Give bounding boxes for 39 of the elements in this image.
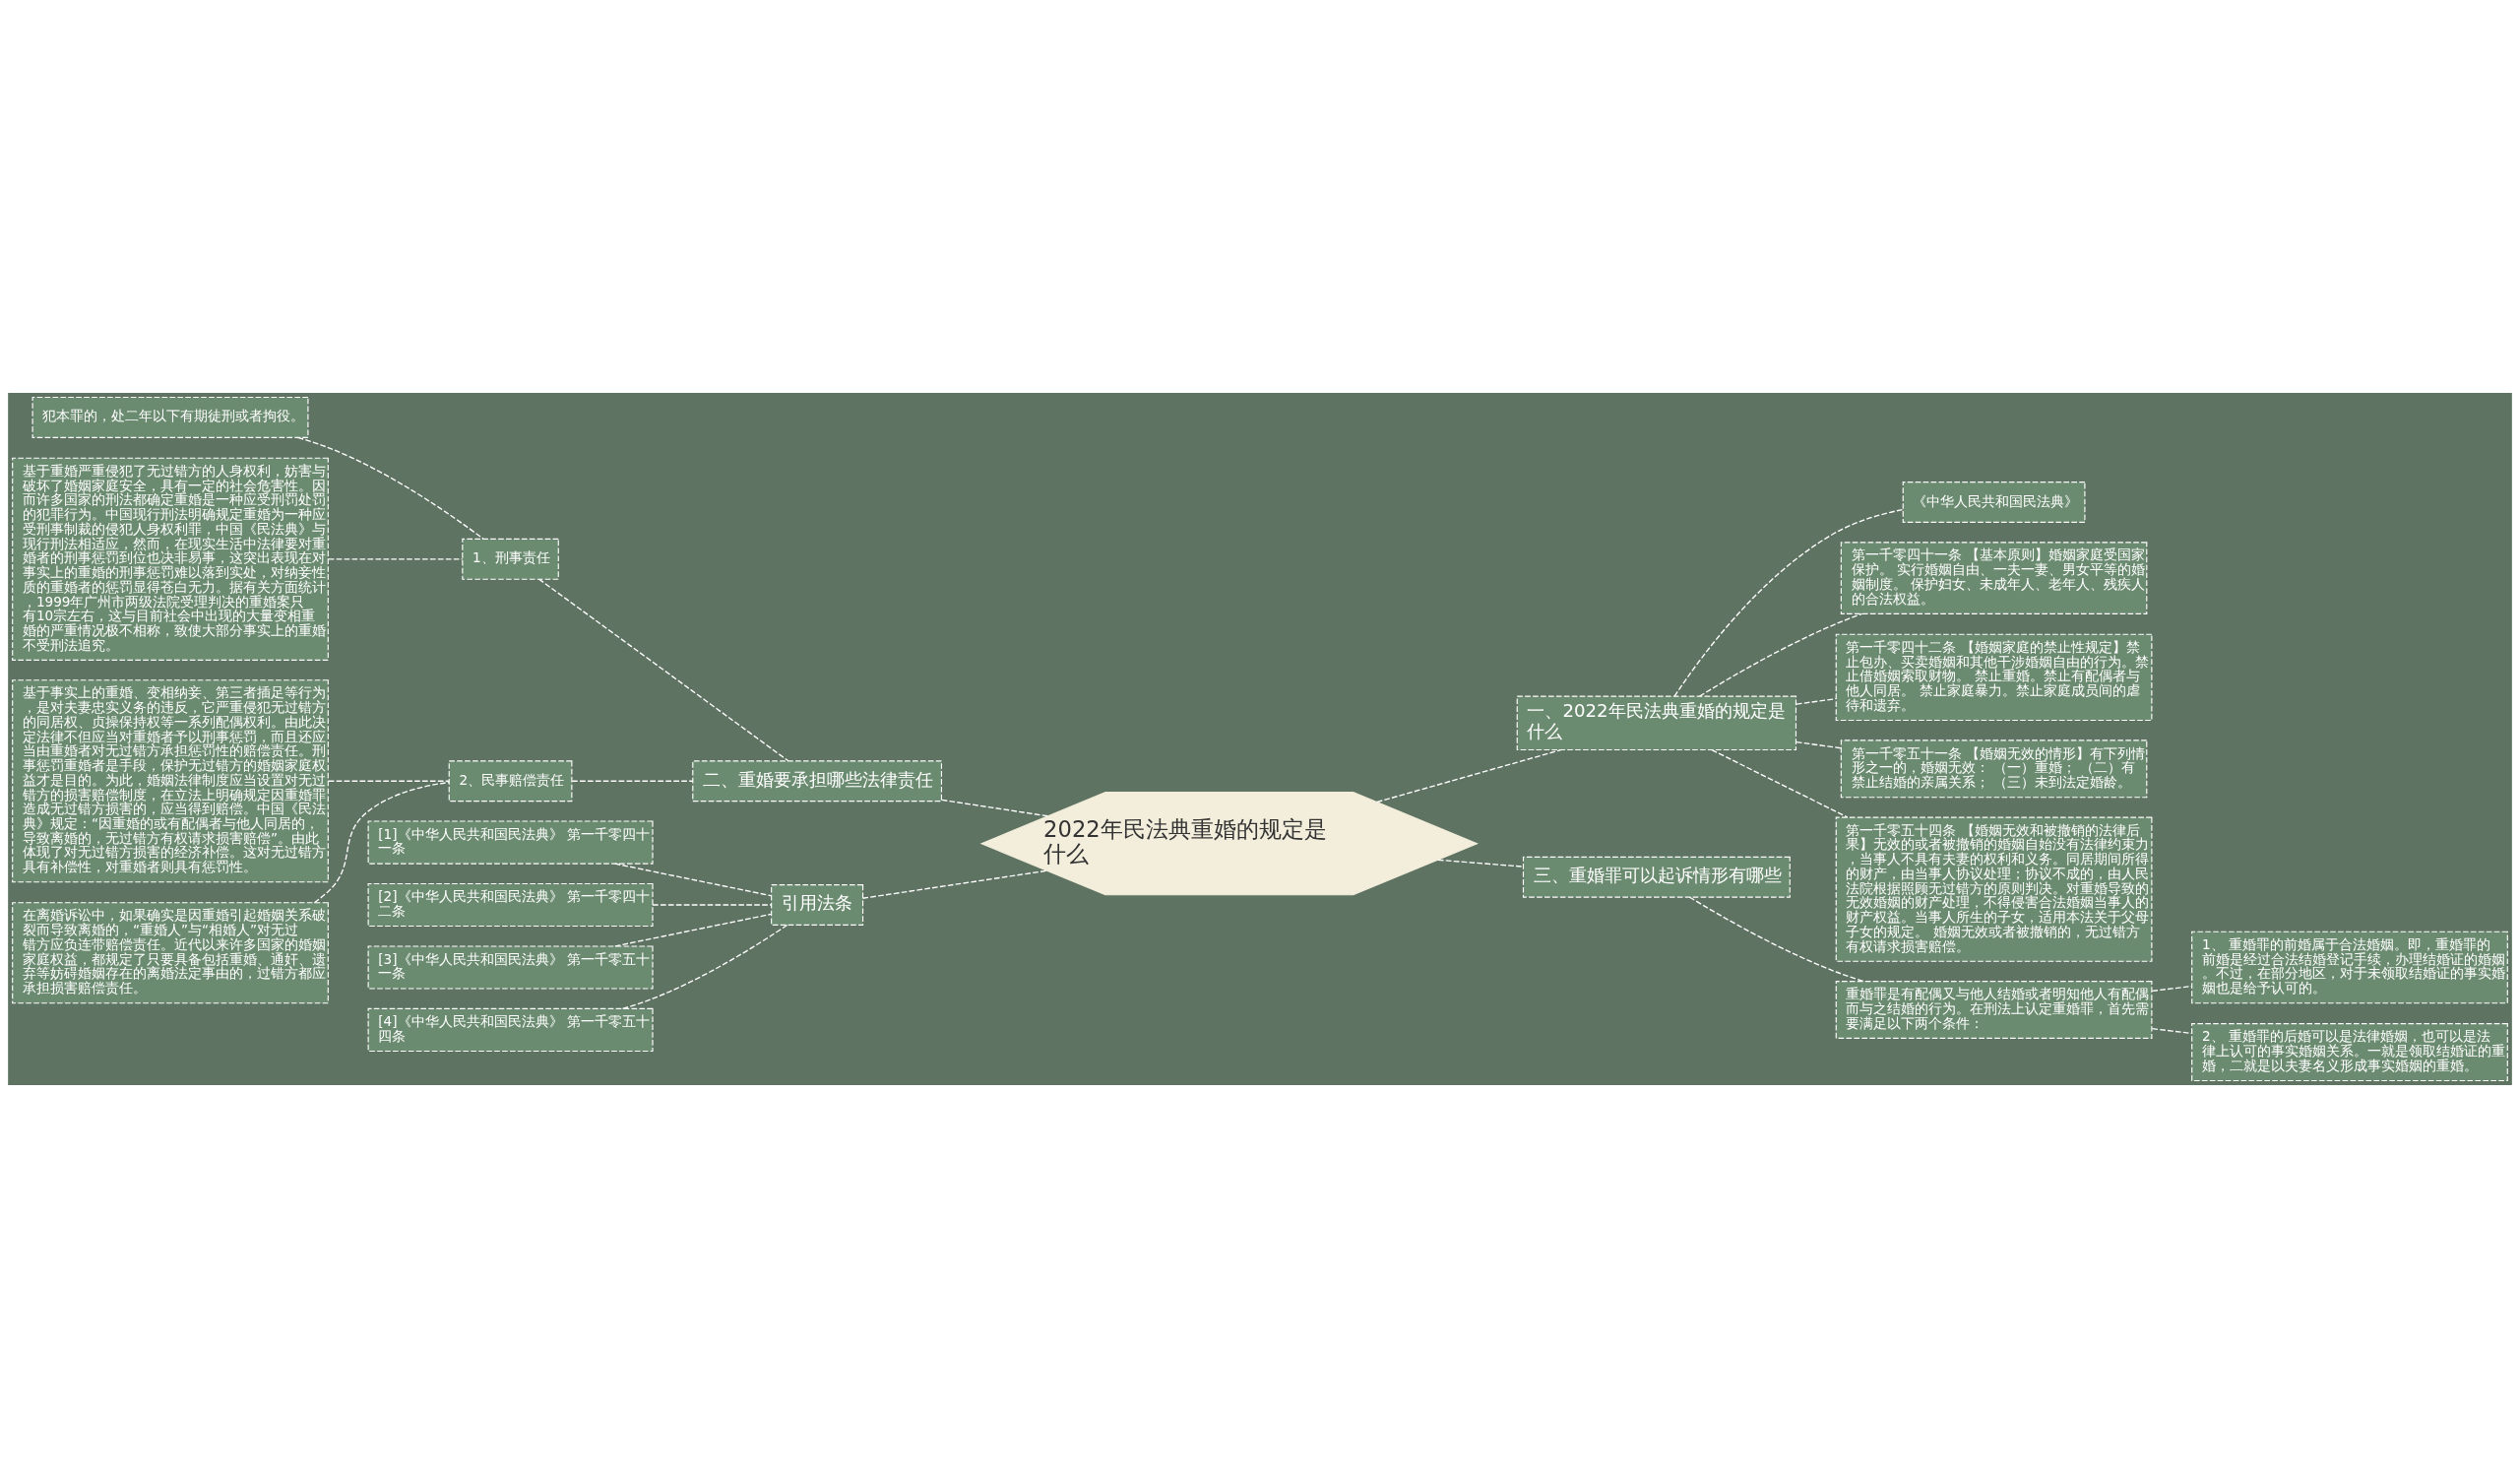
node-box: [2]《中华人民共和国民法典》 第一千零四十二条 bbox=[367, 882, 654, 928]
connector bbox=[1698, 612, 1863, 697]
node-box: 重婚罪是有配偶又与他人结婚或者明知他人有配偶而与之结婚的行为。在刑法上认定重婚罪，首先需要满足以下两个条件： bbox=[1835, 981, 2153, 1039]
node-box: 一、2022年民法典重婚的规定是什么 bbox=[1516, 695, 1797, 751]
node-box: 2、民事赔偿责任 bbox=[448, 760, 573, 803]
node-box: 引用法条 bbox=[771, 884, 864, 926]
connector bbox=[1711, 749, 1849, 818]
connector bbox=[1673, 508, 1904, 697]
connector bbox=[313, 781, 450, 904]
node-box: 基于重婚严重侵犯了无过错方的人身权利，妨害与破坏了婚姻家庭安全，具有一定的社会危害性。因而许多国家的刑法都确定重婚是一种应受刑罚处罚的犯罪行为。中国现行刑法明确规定重婚为一种应受刑事制裁的侵犯人身权利罪，中国《民法典》与现行刑法相适应，然而，在现实生活中法律要对重婚者的刑事惩罚到位也决非易事，这突出表现在对事实上的重婚的刑事惩罚难以落到实处，对纳妾性质的重婚者的惩罚显得苍白无力。据有关方面统计，1999年广州市两级法院受理判决的重婚案只有10宗左右，这与目前社会中出现的大量变相重婚的严重情况极不相称，致使大部分事实上的重婚不受刑法追究。 bbox=[12, 457, 329, 661]
connector bbox=[941, 799, 1049, 817]
connector bbox=[328, 780, 450, 782]
node-box: 1、刑事责任 bbox=[462, 538, 559, 580]
node-box: 第一千零五十一条 【婚姻无效的情形】有下列情形之一的，婚姻无效： （一）重婚； （二）有禁止结婚的亲属关系； （三）未到法定婚龄。 bbox=[1840, 739, 2148, 799]
node-box: [3]《中华人民共和国民法典》 第一千零五十一条 bbox=[367, 945, 654, 990]
connector bbox=[1437, 859, 1524, 868]
node-box: 在离婚诉讼中，如果确实是因重婚引起婚姻关系破裂而导致离婚的，“重婚人”与“相婚人”对无过错方应负连带赔偿责任。近代以来许多国家的婚姻家庭权益，都规定了只要具备包括重婚、通奸、遗弃等妨碍婚姻存在的离婚法定事由的，过错方都应承担损害赔偿责任。 bbox=[12, 902, 329, 1004]
node-box: 第一千零四十二条 【婚姻家庭的禁止性规定】禁止包办、买卖婚姻和其他干涉婚姻自由的行为。禁止借婚姻索取财物。 禁止重婚。禁止有配偶者与他人同居。 禁止家庭暴力。禁止家庭成员间的虐待和遗弃。 bbox=[1835, 633, 2153, 722]
node-box: 第一千零五十四条 【婚姻无效和被撤销的法律后果】无效的或者被撤销的婚姻自始没有法律约束力，当事人不具有夫妻的权利和义务。同居期间所得的财产，由当事人协议处理；协议不成的，由人民法院根据照顾无过错方的原则判决。对重婚导致的无效婚姻的财产处理，不得侵害合法婚姻当事人的财产权益。当事人所生的子女，适用本法关于父母子女的规定。 婚姻无效或者被撤销的，无过错方有权请求损害赔偿。 bbox=[1835, 816, 2153, 962]
connector bbox=[1796, 698, 1837, 705]
node-box: 2、 重婚罪的后婚可以是法律婚姻，也可以是法律上认可的事实婚姻关系。一就是领取结婚证的重婚，二就是以夫妻名义形成事实婚姻的重婚。 bbox=[2191, 1023, 2508, 1082]
connector bbox=[1796, 740, 1842, 749]
node-box: 第一千零四十一条 【基本原则】婚姻家庭受国家保护。 实行婚姻自由、一夫一妻、男女平等的婚姻制度。 保护妇女、未成年人、老年人、残疾人的合法权益。 bbox=[1840, 542, 2148, 614]
node-box: 三、重婚罪可以起诉情形有哪些 bbox=[1522, 856, 1791, 898]
node-box: 1、 重婚罪的前婚属于合法婚姻。即，重婚罪的前婚是经过合法结婚登记手续，办理结婚证的婚姻。不过，在部分地区，对于未领取结婚证的事实婚姻也是给予认可的。 bbox=[2191, 931, 2508, 1004]
node-box: [1]《中华人民共和国民法典》 第一千零四十一条 bbox=[367, 820, 654, 865]
node-box: 《中华人民共和国民法典》 bbox=[1902, 482, 2086, 523]
node-box: 犯本罪的，处二年以下有期徒刑或者拘役。 bbox=[32, 396, 309, 438]
node-box: [4]《中华人民共和国民法典》 第一千零五十四条 bbox=[367, 1007, 654, 1052]
connector bbox=[296, 436, 484, 540]
node-box: 基于事实上的重婚、变相纳妾、第三者插足等行为，是对夫妻忠实义务的违反，它严重侵犯无过错方的同居权、贞操保持权等一系列配偶权利。由此决定法律不但应当对重婚者予以刑事惩罚，而且还应当由重婚者对无过错方承担惩罚性的赔偿责任。刑事惩罚重婚者是手段，保护无过错方的婚姻家庭权益才是目的。为此，婚姻法律制度应当设置对无过错方的损害赔偿制度，在立法上明确规定因重婚罪造成无过错方损害的，应当得到赔偿。中国《民法典》规定：“因重婚的或有配偶者与他人同居的，导致离婚的，无过错方有权请求损害赔偿”。由此体现了对无过错方损害的经济补偿。这对无过错方具有补偿性，对重婚者则具有惩罚性。 bbox=[12, 679, 329, 883]
node-box: 二、重婚要承担哪些法律责任 bbox=[692, 760, 942, 803]
connector bbox=[571, 780, 694, 782]
connector bbox=[538, 578, 789, 762]
connector bbox=[652, 904, 773, 906]
connector bbox=[861, 869, 1047, 899]
connector bbox=[1688, 896, 1864, 983]
connector bbox=[1376, 748, 1562, 803]
connector bbox=[328, 558, 464, 560]
